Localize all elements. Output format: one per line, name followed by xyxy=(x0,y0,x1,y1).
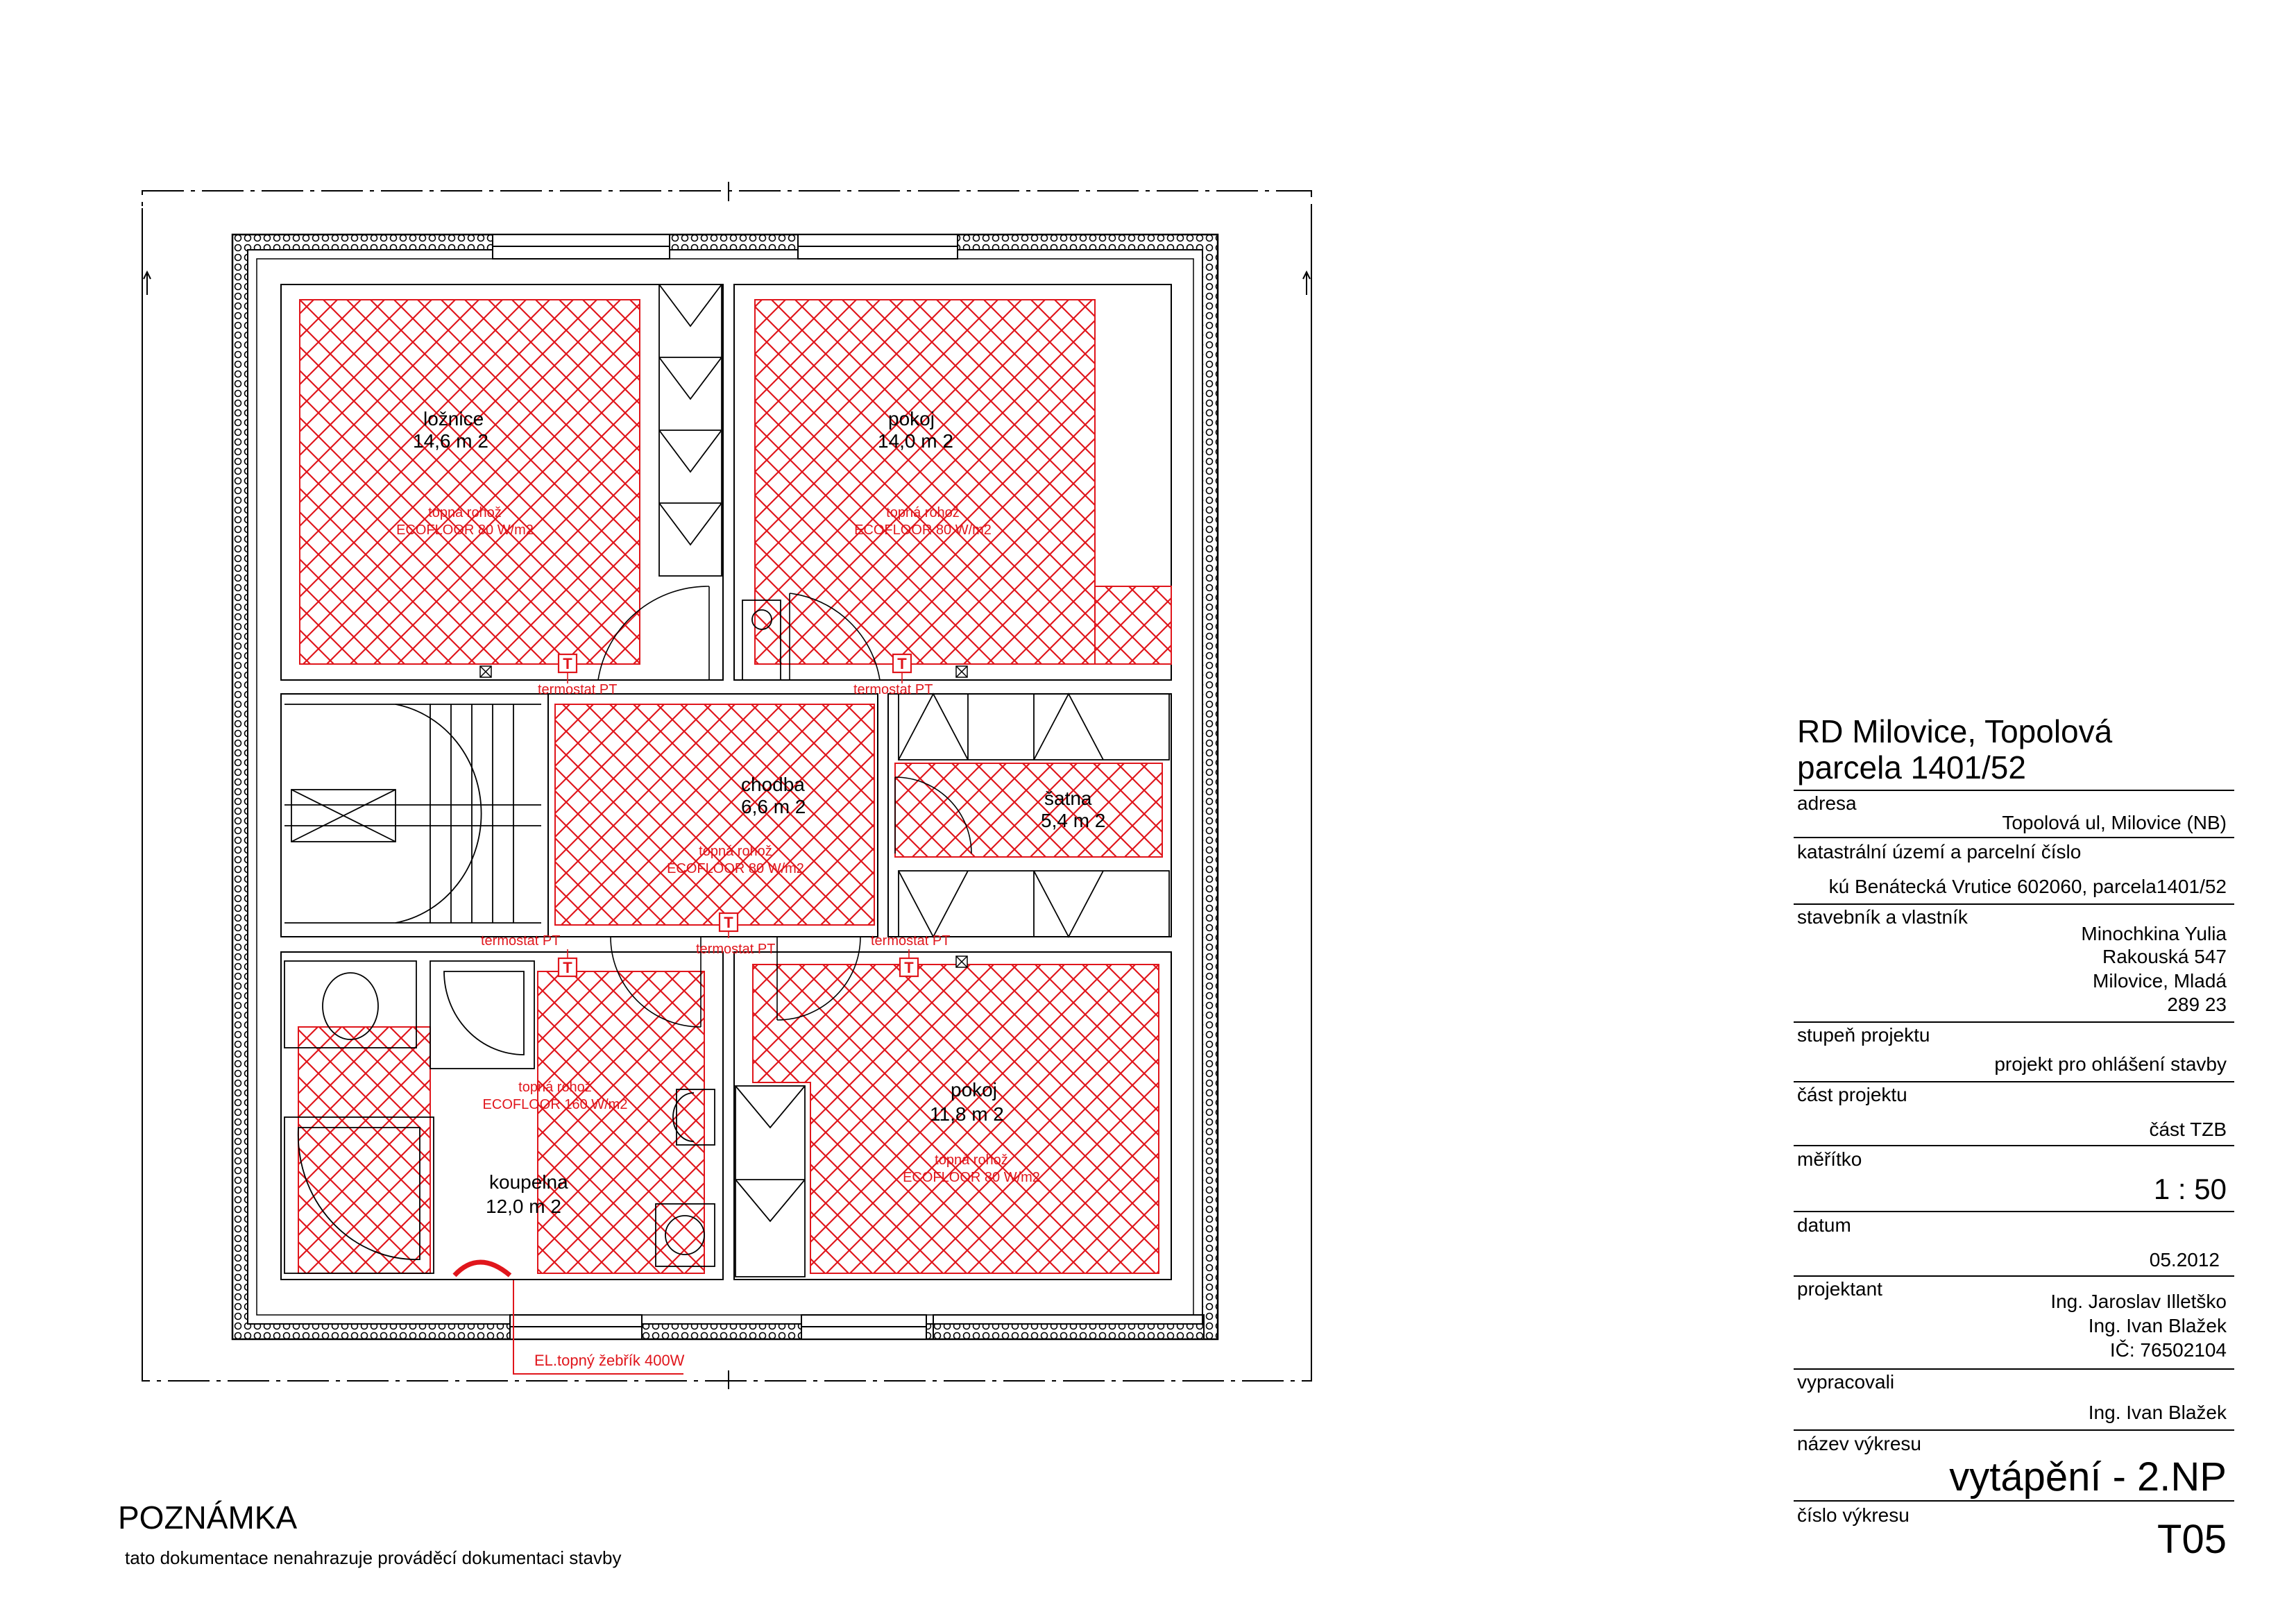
bathroom-fixtures xyxy=(284,600,781,1274)
mat-label-pokoj-bottom-2: ECOFLOOR 80 W/m2 xyxy=(903,1170,1040,1185)
thermostat-t-4: T xyxy=(563,959,572,976)
thermostat-label-1: termostat PT xyxy=(538,682,617,697)
windows xyxy=(492,234,1205,1340)
room-name-chodba: chodba xyxy=(741,774,805,795)
stavebnik-line-3: Milovice, Mladá xyxy=(2093,970,2227,992)
mat-labels: topná rohož ECOFLOOR 80 W/m2 topná rohož… xyxy=(396,505,1040,1185)
meritko-label: měřítko xyxy=(1797,1148,1862,1170)
room-area-koupelna: 12,0 m 2 xyxy=(486,1196,561,1217)
divider xyxy=(1794,903,2234,905)
stupen-value: projekt pro ohlášení stavby xyxy=(1994,1053,2227,1075)
cast-label: část projektu xyxy=(1797,1084,1907,1105)
mat-label-loznice-2: ECOFLOOR 80 W/m2 xyxy=(396,522,534,538)
nazev-value: vytápění - 2.NP xyxy=(1949,1454,2227,1499)
divider xyxy=(1794,1145,2234,1146)
thermostat-label-4: termostat PT xyxy=(696,942,775,957)
project-title-line1: RD Milovice, Topolová xyxy=(1797,713,2113,749)
divider xyxy=(1794,1211,2234,1212)
adresa-label: adresa xyxy=(1797,792,1857,814)
thermostat-label-2: termostat PT xyxy=(853,682,933,697)
thermostat-symbols xyxy=(557,653,919,978)
mat-label-pokoj-top-1: topná rohož xyxy=(886,505,960,520)
divider xyxy=(1794,1275,2234,1277)
divider xyxy=(1794,1500,2234,1502)
nazev-label: název výkresu xyxy=(1797,1433,1921,1454)
junction-boxes xyxy=(479,665,968,968)
heating-mats xyxy=(298,299,1172,1274)
vypracovali-value: Ing. Ivan Blažek xyxy=(2088,1402,2227,1423)
divider xyxy=(1794,837,2234,838)
divider xyxy=(1794,1429,2234,1431)
mat-label-pokoj-bottom-1: topná rohož xyxy=(935,1153,1008,1168)
thermostat-t-3: T xyxy=(724,914,733,931)
datum-label: datum xyxy=(1797,1214,1851,1236)
room-name-satna: šatna xyxy=(1044,788,1092,809)
vypracovali-label: vypracovali xyxy=(1797,1371,1895,1393)
note-text: tato dokumentace nenahrazuje prováděcí d… xyxy=(125,1547,622,1568)
wardrobe-units xyxy=(658,284,1170,1277)
divider xyxy=(1794,1081,2234,1082)
mat-label-chodba-2: ECOFLOOR 80 W/m2 xyxy=(667,861,804,876)
towel-ladder-label: EL.topný žebřík 400W xyxy=(534,1352,685,1369)
projektant-line-1: Ing. Jaroslav Illetško xyxy=(2050,1291,2227,1312)
room-area-pokoj-top: 14,0 m 2 xyxy=(878,430,953,452)
stavebnik-line-2: Rakouská 547 xyxy=(2102,946,2227,967)
mat-label-chodba-1: topná rohož xyxy=(699,844,772,859)
divider xyxy=(1794,1021,2234,1023)
room-area-chodba: 6,6 m 2 xyxy=(741,796,806,817)
thermostat-t-1: T xyxy=(563,655,572,672)
thermostat-labels: termostat PT termostat PT termostat PT t… xyxy=(481,682,950,957)
mat-label-loznice-1: topná rohož xyxy=(428,505,502,520)
site-boundary xyxy=(142,182,1312,1389)
katastr-label: katastrální území a parcelní číslo xyxy=(1797,841,2082,863)
projektant-line-3: IČ: 76502104 xyxy=(2109,1339,2227,1361)
thermostat-leaders xyxy=(567,672,910,958)
cislo-value: T05 xyxy=(2157,1517,2227,1562)
room-area-loznice: 14,6 m 2 xyxy=(413,430,488,452)
stavebnik-line-4: 289 23 xyxy=(2167,994,2227,1015)
adresa-value: Topolová ul, Milovice (NB) xyxy=(2002,812,2227,833)
room-name-pokoj-bottom: pokoj xyxy=(951,1079,997,1101)
stavebnik-line-1: Minochkina Yulia xyxy=(2081,923,2227,944)
note-heading: POZNÁMKA xyxy=(118,1499,298,1536)
thermostat-t-5: T xyxy=(904,959,914,976)
thermostat-t-glyphs: T T T T T xyxy=(563,655,914,976)
staircase xyxy=(284,704,541,924)
projektant-line-2: Ing. Ivan Blažek xyxy=(2088,1315,2227,1336)
cislo-label: číslo výkresu xyxy=(1797,1504,1910,1526)
projektant-label: projektant xyxy=(1797,1278,1882,1300)
katastr-value: kú Benátecká Vrutice 602060, parcela1401… xyxy=(1828,876,2227,897)
divider xyxy=(1794,790,2234,791)
thermostat-label-3: termostat PT xyxy=(481,933,560,949)
cast-value: část TZB xyxy=(2149,1119,2227,1140)
towel-ladder xyxy=(452,1259,512,1277)
project-title-line2: parcela 1401/52 xyxy=(1797,749,2026,785)
towel-ladder-leader xyxy=(513,1280,683,1375)
datum-value: 05.2012 xyxy=(2149,1249,2220,1271)
divider xyxy=(1794,1368,2234,1370)
doors xyxy=(597,586,972,1028)
mat-label-pokoj-top-2: ECOFLOOR 80 W/m2 xyxy=(854,522,992,538)
room-name-loznice: ložnice xyxy=(423,408,484,430)
mat-label-koupelna-1: topná rohož xyxy=(518,1080,592,1095)
room-name-pokoj-top: pokoj xyxy=(888,408,935,430)
meritko-value: 1 : 50 xyxy=(2153,1173,2227,1205)
stavebnik-label: stavebník a vlastník xyxy=(1797,906,1968,928)
stupen-label: stupeň projektu xyxy=(1797,1024,1930,1046)
room-labels: ložnice 14,6 m 2 pokoj 14,0 m 2 chodba 6… xyxy=(413,408,1105,1217)
room-area-pokoj-bottom: 11,8 m 2 xyxy=(930,1103,1004,1125)
room-name-koupelna: koupelna xyxy=(489,1171,568,1193)
mat-label-koupelna-2: ECOFLOOR 160 W/m2 xyxy=(483,1097,628,1112)
thermostat-label-5: termostat PT xyxy=(871,933,950,949)
room-area-satna: 5,4 m 2 xyxy=(1041,810,1105,831)
thermostat-t-2: T xyxy=(897,655,907,672)
